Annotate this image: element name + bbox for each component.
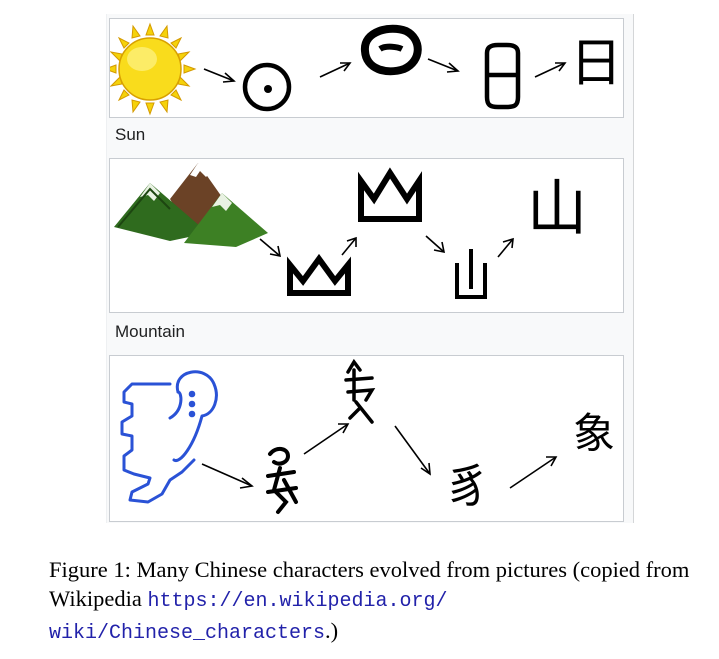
sun-evolution-panel: 日	[109, 18, 624, 118]
elephant-picture-icon	[120, 370, 218, 504]
sun-arrow-3	[427, 58, 460, 73]
sun-arrow-1	[203, 68, 236, 83]
caption-prefix: Figure 1:	[49, 557, 131, 582]
mountain-picture-icon	[114, 163, 268, 247]
sun-picture-icon	[110, 22, 197, 116]
sun-oracle-glyph	[242, 62, 292, 112]
mountain-bronze-glyph	[358, 167, 422, 222]
caption-text: Many Chinese characters evolved from pic…	[49, 557, 690, 611]
mountain-seal-glyph	[455, 249, 487, 299]
sun-arrow-4	[534, 62, 567, 78]
elephant-evolution-panel: 豸 象	[109, 355, 624, 522]
mountain-arrow-1	[259, 238, 282, 258]
mountain-arrow-2	[341, 236, 357, 256]
caption-suffix: .)	[325, 618, 339, 643]
mountain-modern-char: 山	[527, 174, 587, 244]
elephant-arrow-4	[509, 456, 558, 489]
elephant-seal-char: 豸	[445, 459, 491, 513]
mountain-oracle-glyph	[287, 253, 351, 296]
elephant-oracle-glyph	[266, 447, 298, 514]
caption-url-part1[interactable]: https://en.wikipedia.org/	[147, 590, 448, 613]
sun-seal-glyph	[484, 42, 521, 110]
elephant-arrow-1	[201, 463, 254, 489]
sun-bronze-glyph	[361, 24, 422, 76]
figure-caption: Figure 1: Many Chinese characters evolve…	[49, 555, 699, 648]
elephant-modern-char: 象	[573, 409, 615, 458]
elephant-arrow-3	[394, 425, 431, 476]
elephant-seal-glyph: 豸	[445, 459, 491, 513]
caption-url-part2[interactable]: wiki/Chinese_characters	[49, 622, 326, 645]
sun-label: Sun	[115, 125, 146, 144]
sun-modern-char: 日	[570, 34, 622, 94]
elephant-arrow-2	[303, 423, 350, 455]
mountain-evolution-panel: 山	[109, 158, 624, 313]
mountain-arrow-3	[425, 235, 446, 254]
mountain-label: Mountain	[115, 322, 185, 341]
elephant-bronze-glyph	[344, 358, 376, 424]
sun-arrow-2	[319, 62, 352, 78]
mountain-arrow-4	[497, 237, 514, 258]
